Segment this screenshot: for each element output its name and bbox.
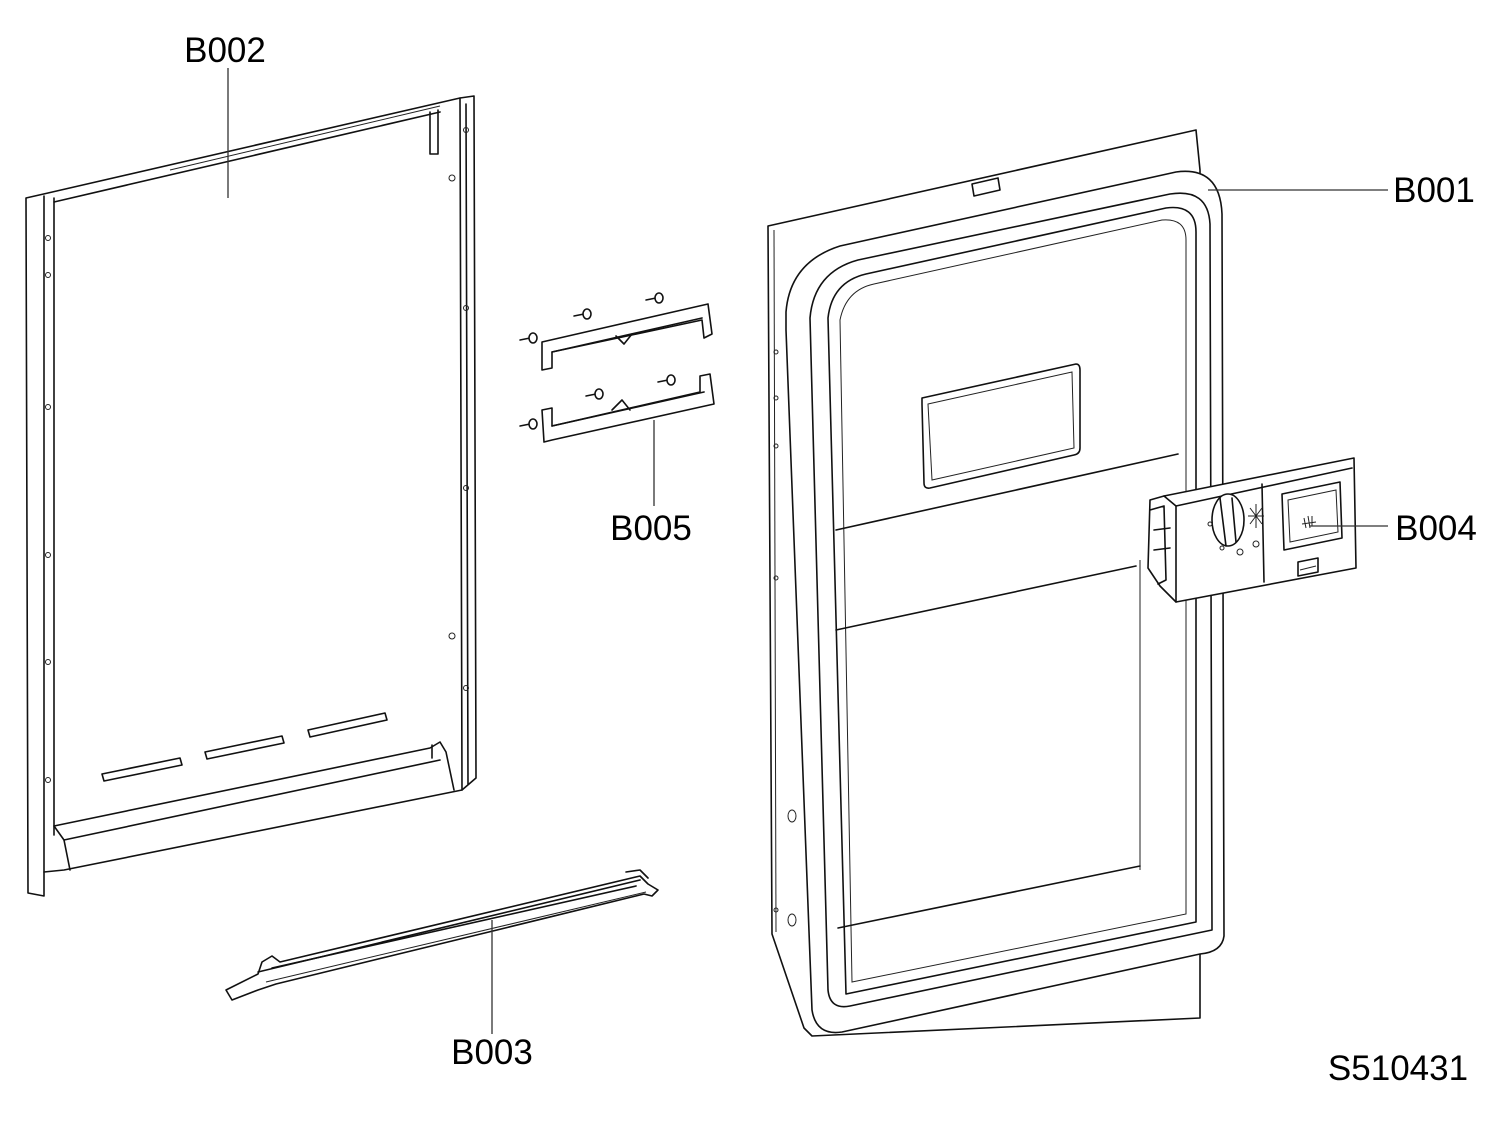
label-b005: B005 <box>610 509 692 548</box>
part-b001-outer-door <box>767 129 1225 1037</box>
label-b001: B001 <box>1393 171 1475 210</box>
label-b002: B002 <box>184 31 266 70</box>
part-b004-dispenser <box>1147 457 1357 603</box>
drawing-number: S510431 <box>1328 1049 1468 1088</box>
leader-lines <box>227 68 1388 1034</box>
screws <box>519 292 676 430</box>
part-b002-inner-panel <box>25 95 477 897</box>
mounting-holes <box>45 127 469 783</box>
part-labels: B002 B001 B005 B004 B003 S510431 <box>184 31 1477 1088</box>
bottom-slots <box>101 712 388 782</box>
part-b003-trim-strip <box>225 869 659 1001</box>
label-b003: B003 <box>451 1033 533 1072</box>
label-b004: B004 <box>1395 509 1477 548</box>
part-b005-brackets <box>519 292 715 443</box>
door-holes <box>773 349 797 927</box>
